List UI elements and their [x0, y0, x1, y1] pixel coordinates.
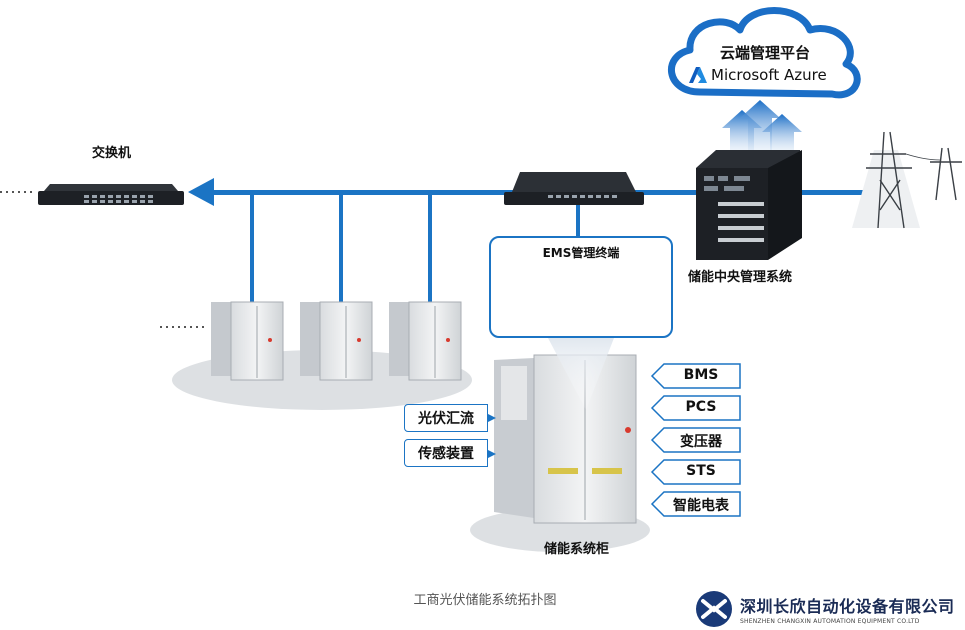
company-name-en: SHENZHEN CHANGXIN AUTOMATION EQUIPMENT C… [740, 618, 920, 625]
company-logo-icon [696, 591, 732, 627]
tag-bms: BMS [683, 367, 719, 383]
cabinet-2 [300, 301, 373, 381]
cabinet-3 [389, 301, 462, 381]
ems-title: EMS管理终端 [542, 246, 620, 260]
switch-right-device [504, 172, 644, 205]
cabinet-1 [211, 301, 284, 381]
storage-cabinet [470, 338, 650, 552]
tag-pcs: PCS [685, 399, 717, 415]
azure-brand: Microsoft Azure [689, 66, 827, 84]
controller-label: 储能中央管理系统 [688, 270, 793, 285]
switch-left-label: 交换机 [92, 146, 132, 161]
tag-sensor: 传感装置 [404, 439, 488, 467]
cloud-title: 云端管理平台 [719, 44, 810, 62]
tag-pv-combiner: 光伏汇流 [404, 404, 488, 432]
company-logo: 深圳长欣自动化设备有限公司 SHENZHEN CHANGXIN AUTOMATI… [688, 588, 965, 630]
tag-transformer: 变压器 [680, 434, 722, 450]
small-cabinets [172, 301, 472, 410]
power-tower-icon [852, 131, 962, 229]
diagram-caption: 工商光伏储能系统拓扑图 [413, 593, 557, 608]
tag-sts: STS [686, 463, 716, 479]
switch-left-device [38, 184, 184, 205]
azure-icon [689, 67, 707, 83]
ems-panel: EMS管理终端 [489, 236, 673, 338]
azure-brand-text: Microsoft Azure [711, 66, 827, 84]
company-name-cn: 深圳长欣自动化设备有限公司 [740, 597, 955, 616]
cabinet-label: 储能系统柜 [544, 542, 610, 557]
tag-connectors [488, 414, 496, 458]
right-tags-arrows [650, 363, 741, 517]
tag-smart-meter: 智能电表 [673, 498, 729, 514]
cloud-icon [668, 7, 861, 99]
upload-arrows-icon [722, 100, 802, 152]
controller-device [696, 150, 802, 260]
dotted-leaders [0, 191, 205, 328]
